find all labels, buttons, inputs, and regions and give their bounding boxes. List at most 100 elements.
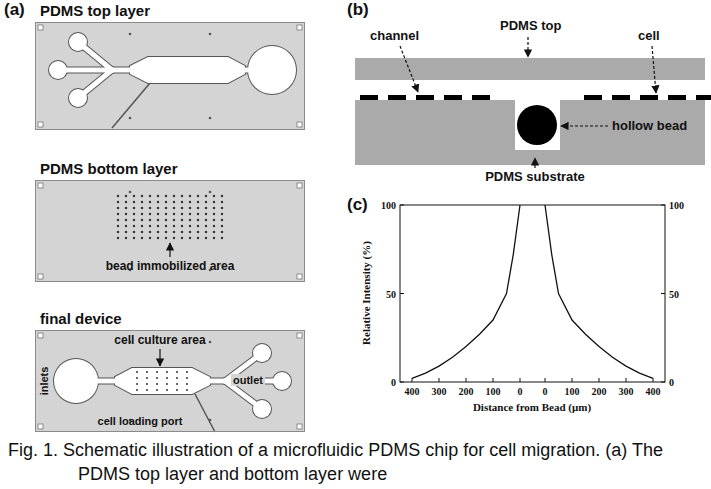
bead-dot bbox=[149, 213, 151, 215]
bead-dot bbox=[205, 231, 207, 233]
bead-dot bbox=[181, 219, 183, 221]
bead-dot bbox=[157, 201, 159, 203]
bead-dot bbox=[165, 201, 167, 203]
bead-dot bbox=[136, 389, 138, 391]
bead-dot bbox=[166, 383, 168, 385]
bead-dot bbox=[205, 195, 207, 197]
bead-dot bbox=[181, 201, 183, 203]
axis-tick: 0 bbox=[543, 386, 548, 397]
tick-mark bbox=[599, 378, 600, 382]
bead-dot bbox=[125, 231, 127, 233]
bead-dot bbox=[173, 195, 175, 197]
bead-dot bbox=[149, 225, 151, 227]
corner-mark bbox=[38, 424, 43, 429]
reservoir bbox=[49, 61, 67, 79]
alignment-mark bbox=[209, 341, 212, 344]
bead-dot bbox=[146, 377, 148, 379]
leader-line bbox=[159, 349, 160, 366]
bead-dot bbox=[221, 195, 223, 197]
cell-mark bbox=[416, 95, 434, 100]
axis-tick: 100 bbox=[486, 386, 501, 397]
reservoir bbox=[272, 371, 292, 391]
intensity-curve bbox=[545, 205, 653, 378]
bead-dot bbox=[189, 237, 191, 239]
bead-dot bbox=[197, 231, 199, 233]
tick-mark bbox=[520, 378, 521, 382]
pdms-substrate bbox=[355, 100, 705, 165]
bead-dot bbox=[213, 231, 215, 233]
bead-dot bbox=[181, 231, 183, 233]
bead-dot bbox=[149, 201, 151, 203]
corner-mark bbox=[297, 274, 302, 279]
bead-dot bbox=[136, 371, 138, 373]
bead-dot bbox=[133, 225, 135, 227]
bead-dot bbox=[166, 377, 168, 379]
axis-tick: 300 bbox=[432, 386, 447, 397]
bead-dot bbox=[165, 213, 167, 215]
cell-mark bbox=[612, 95, 630, 100]
bead-dot bbox=[197, 195, 199, 197]
bead-dot bbox=[181, 195, 183, 197]
bead-dot bbox=[156, 383, 158, 385]
cell-mark bbox=[388, 95, 406, 100]
loading-port bbox=[195, 394, 215, 432]
bead-dot bbox=[186, 371, 188, 373]
bead-dot bbox=[125, 237, 127, 239]
bead-dot bbox=[197, 225, 199, 227]
reservoir bbox=[69, 89, 87, 107]
bead-dot bbox=[141, 213, 143, 215]
reservoir bbox=[253, 344, 271, 362]
bead-dot bbox=[197, 207, 199, 209]
bead-dot bbox=[125, 201, 127, 203]
panel-letter: (a) bbox=[4, 0, 25, 20]
bead-dot bbox=[146, 371, 148, 373]
bead-dot bbox=[125, 219, 127, 221]
bead-dot bbox=[221, 237, 223, 239]
axis-tick: 0 bbox=[669, 377, 674, 388]
chip-drawing bbox=[35, 330, 305, 432]
cell-mark bbox=[360, 95, 378, 100]
bead-dot bbox=[165, 219, 167, 221]
microchannel bbox=[98, 378, 115, 385]
bead-dot bbox=[165, 237, 167, 239]
bead-dot bbox=[173, 213, 175, 215]
bead-dot bbox=[133, 201, 135, 203]
leader-line bbox=[169, 243, 170, 257]
bead-dot bbox=[141, 225, 143, 227]
axis-tick: 50 bbox=[669, 288, 679, 299]
bead-dot bbox=[186, 389, 188, 391]
bead-dot bbox=[221, 219, 223, 221]
bead-dot bbox=[205, 237, 207, 239]
bead-well bbox=[515, 100, 560, 150]
corner-mark bbox=[38, 274, 43, 279]
leader-line bbox=[652, 46, 656, 93]
corner-mark bbox=[38, 333, 43, 338]
port-label: inlets bbox=[38, 367, 50, 396]
tick-mark bbox=[400, 205, 404, 206]
culture-chamber bbox=[115, 368, 210, 394]
bead-dot bbox=[197, 237, 199, 239]
bead-dot bbox=[156, 377, 158, 379]
tick-mark bbox=[572, 378, 573, 382]
pdms-top-band bbox=[355, 58, 705, 80]
bead-dot bbox=[157, 195, 159, 197]
bead-dot bbox=[146, 389, 148, 391]
cell-mark bbox=[444, 95, 462, 100]
part-label: PDMS substrate bbox=[485, 169, 585, 184]
bead-dot bbox=[136, 377, 138, 379]
layer-heading: final device bbox=[40, 310, 122, 327]
microchannel bbox=[210, 378, 225, 385]
bead-dot bbox=[189, 225, 191, 227]
bead-dot bbox=[181, 213, 183, 215]
bead-dot bbox=[141, 219, 143, 221]
tick-mark bbox=[400, 293, 404, 294]
part-label: PDMS top bbox=[500, 18, 561, 33]
corner-mark bbox=[297, 424, 302, 429]
tick-mark bbox=[626, 378, 627, 382]
area-label: bead immobilized area bbox=[106, 259, 235, 273]
bead-dot bbox=[133, 231, 135, 233]
tick-mark bbox=[400, 382, 404, 383]
bead-dot bbox=[165, 231, 167, 233]
bead-dot bbox=[173, 219, 175, 221]
reservoir bbox=[53, 358, 99, 404]
